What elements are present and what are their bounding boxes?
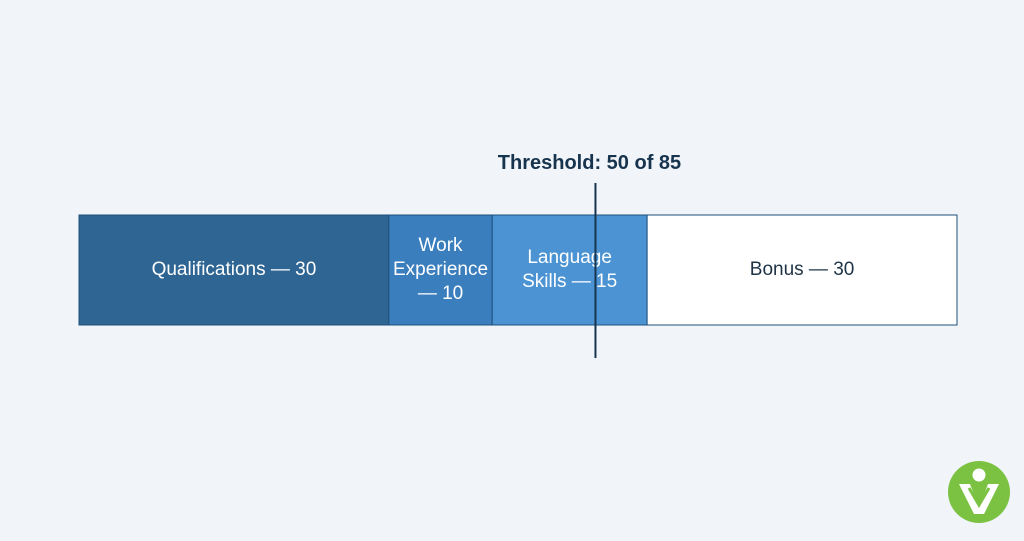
bar-segment-label-line: Experience <box>393 259 488 280</box>
bar-segment-2 <box>491 214 648 326</box>
threshold-label: Threshold: 50 of 85 <box>498 152 681 174</box>
bar-segment-label-0: Qualifications — 30 <box>152 259 317 280</box>
bar-segment-label-line: Language <box>527 247 612 268</box>
bar-segment-1 <box>388 214 493 326</box>
bar-segment-0 <box>78 214 390 326</box>
bar-segment-label-line: Qualifications — 30 <box>152 259 317 280</box>
bar-segment-label-line: Bonus — 30 <box>750 259 855 280</box>
bar-segment-label-line: Skills — 15 <box>522 271 617 292</box>
bar-segment-3 <box>646 214 958 326</box>
bar-segment-label-line: — 10 <box>418 283 463 304</box>
brand-logo-icon <box>948 461 1010 523</box>
bar-segment-label-3: Bonus — 30 <box>750 259 855 280</box>
bar-segment-label-line: Work <box>419 235 463 256</box>
